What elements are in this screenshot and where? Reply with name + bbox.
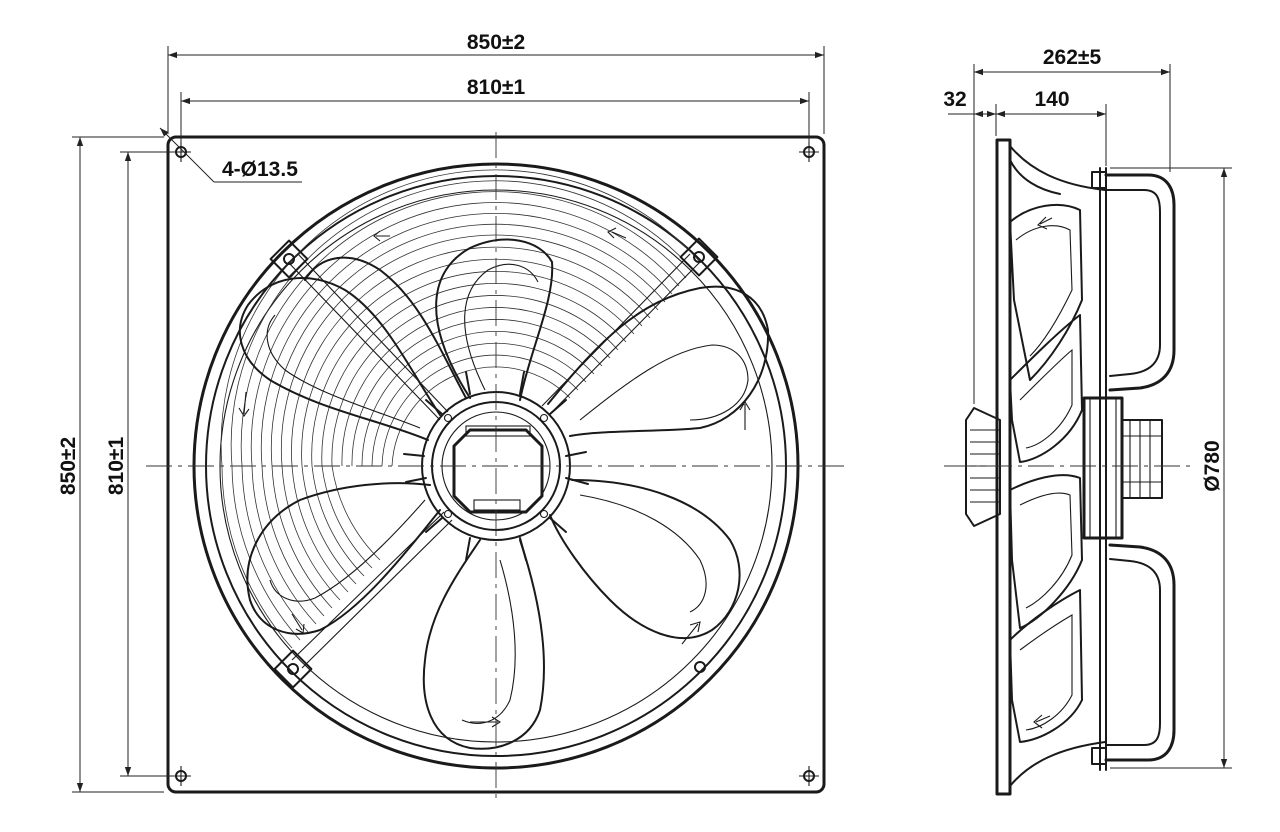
front-view: 850±2 810±1 850±2 810±1 4-Ø13.5 [57,31,846,802]
dimension-width-outer-label: 850±2 [467,31,525,54]
blade-1 [435,238,554,401]
blade-4 [422,539,545,750]
blade-2 [547,285,770,437]
dimension-depth-total: 262±5 [973,46,1171,404]
dimension-diameter: Ø780 [1110,167,1232,769]
flow-arrow-icon [607,227,627,239]
dimension-width-holes-label: 810±1 [467,76,526,99]
hole-callout-label: 4-Ø13.5 [222,158,298,181]
blade-3 [549,479,741,639]
flow-arrow-icon [238,391,250,417]
mounting-hole-bottom-right [799,766,819,786]
flow-arrow-icon [373,230,390,242]
venturi-flange [995,138,1012,796]
dimension-flange-offset: 32 [943,88,997,136]
impeller-blades [239,238,770,750]
dimension-width-outer: 850±2 [167,31,825,134]
side-view: 262±5 32 140 Ø780 [943,46,1232,796]
flow-arrow-icon [291,613,305,634]
blade-7 [304,256,467,399]
dimension-motor-depth-label: 140 [1034,88,1069,111]
flow-arrow-icon [470,716,502,728]
dimension-height-outer: 850±2 [57,136,164,793]
flow-arrow-icon [1037,216,1053,230]
support-arm-lower [1104,543,1176,762]
dimension-depth-total-label: 262±5 [1043,46,1102,69]
blade-5 [246,482,441,635]
motor-terminal [1121,419,1163,499]
blade-6 [239,277,441,441]
flow-arrow-icon [739,400,751,430]
dimension-height-holes-label: 810±1 [105,437,128,496]
flow-arrow-icon [1033,714,1051,729]
dimension-diameter-label: Ø780 [1201,440,1224,491]
mounting-holes [171,142,819,786]
support-arm-upper [1104,173,1176,392]
flow-arrow-icon [681,621,701,645]
hole-callout: 4-Ø13.5 [159,127,302,183]
dimension-width-holes: 810±1 [180,76,810,146]
rotor-fins [965,407,1001,527]
flow-arrows [238,227,751,728]
dimension-motor-depth: 140 [996,88,1107,166]
dimension-height-holes: 810±1 [105,151,176,777]
side-blades [1009,203,1083,743]
ring-brackets [269,237,719,689]
dimension-flange-offset-label: 32 [943,88,966,111]
dimension-height-outer-label: 850±2 [57,437,80,495]
